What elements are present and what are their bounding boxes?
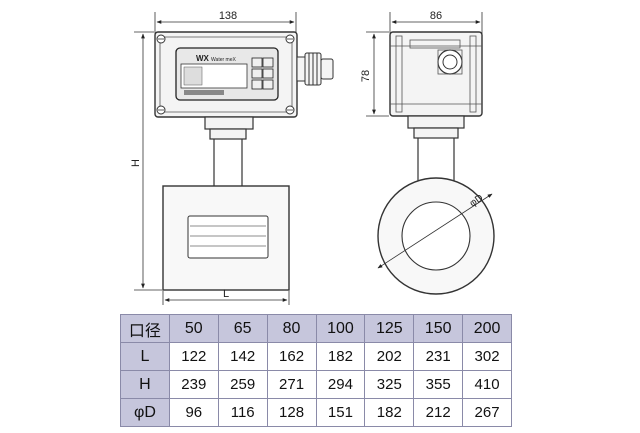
table-cell: 212 (413, 398, 464, 427)
table-header-cell: 150 (413, 314, 464, 343)
table-row-label: L (120, 342, 170, 371)
table-cell: 271 (266, 370, 317, 399)
table-cell: 182 (315, 342, 366, 371)
housing-side (389, 31, 483, 117)
table-row-label: φD (120, 398, 170, 427)
table-corner-cell: 口径 (120, 314, 170, 343)
table-cell: 162 (266, 342, 317, 371)
table-row-label: H (120, 370, 170, 399)
pipe-bore (401, 201, 471, 271)
table-header-cell: 50 (168, 314, 219, 343)
table-cell: 325 (364, 370, 415, 399)
table-cell: 142 (217, 342, 268, 371)
table-header-cell: 80 (266, 314, 317, 343)
table-cell: 151 (315, 398, 366, 427)
side-view: 86 78 φD (360, 10, 495, 295)
model-label: Water meX (211, 57, 236, 63)
table-header-cell: 200 (462, 314, 512, 343)
dim-width-label: 138 (219, 10, 237, 22)
front-view: 138 WX Water meX (130, 10, 334, 305)
dim-total-height-label: H (130, 159, 142, 167)
table-cell: 239 (168, 370, 219, 399)
dim-head-height-label: 78 (360, 70, 372, 82)
table-cell: 302 (462, 342, 512, 371)
table-cell: 294 (315, 370, 366, 399)
table-cell: 182 (364, 398, 415, 427)
table-cell: 355 (413, 370, 464, 399)
table-cell: 116 (217, 398, 268, 427)
table-cell: 231 (413, 342, 464, 371)
table-cell: 96 (168, 398, 219, 427)
flow-window (187, 215, 269, 259)
brand-label: WX (196, 54, 210, 63)
table-header-cell: 100 (315, 314, 366, 343)
cable-gland (296, 52, 334, 86)
dim-depth-label: 86 (430, 10, 442, 22)
table-cell: 267 (462, 398, 512, 427)
dim-length-label: L (223, 288, 229, 300)
table-header-cell: 65 (217, 314, 268, 343)
table-cell: 122 (168, 342, 219, 371)
table-cell: 202 (364, 342, 415, 371)
stem (204, 116, 254, 186)
keypad (251, 57, 274, 90)
flowmeter-drawing: 138 WX Water meX (130, 10, 495, 305)
table-cell: 410 (462, 370, 512, 399)
table-header-cell: 125 (364, 314, 415, 343)
table-cell: 128 (266, 398, 317, 427)
table-cell: 259 (217, 370, 268, 399)
